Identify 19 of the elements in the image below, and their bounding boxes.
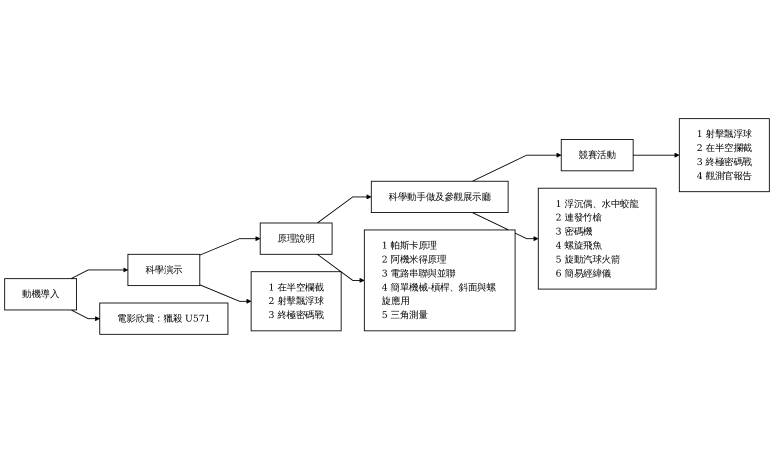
arrow	[316, 194, 372, 224]
node-box: 1 帕斯卡原理 2 阿機米得原理 3 電路串聯與並聯 4 簡單機械-槓桿、斜面與螺旋應用 5 三角測量	[364, 230, 516, 332]
arrow	[632, 152, 680, 158]
node-box: 原理說明	[260, 222, 333, 255]
node-box: 1 在半空欄截 2 射擊飄浮球 3 終極密碼戰	[250, 271, 342, 332]
node-box: 1 浮沉偶、水中蛟龍 2 連發竹槍 3 密碼機 4 螺旋飛魚 5 旋動汽球火箭 6 簡易經緯儀	[538, 188, 657, 290]
node-box: 1 射擊飄浮球 2 在半空攔截 3 終極密碼戰 4 觀測官報告	[678, 118, 770, 192]
node-box: 競賽活動	[560, 139, 634, 172]
node-box: 科學演示	[127, 254, 200, 286]
arrow	[199, 236, 260, 256]
node-box: 電影欣賞：獵殺 U571	[99, 302, 228, 335]
arrow	[70, 310, 100, 322]
arrow	[316, 254, 365, 283]
arrow	[472, 212, 538, 242]
node-box: 動機導入	[4, 278, 77, 310]
arrow	[199, 284, 252, 304]
arrow	[70, 267, 128, 280]
node-box: 科學動手做及參觀展示廳	[370, 180, 509, 214]
arrow	[472, 152, 562, 182]
